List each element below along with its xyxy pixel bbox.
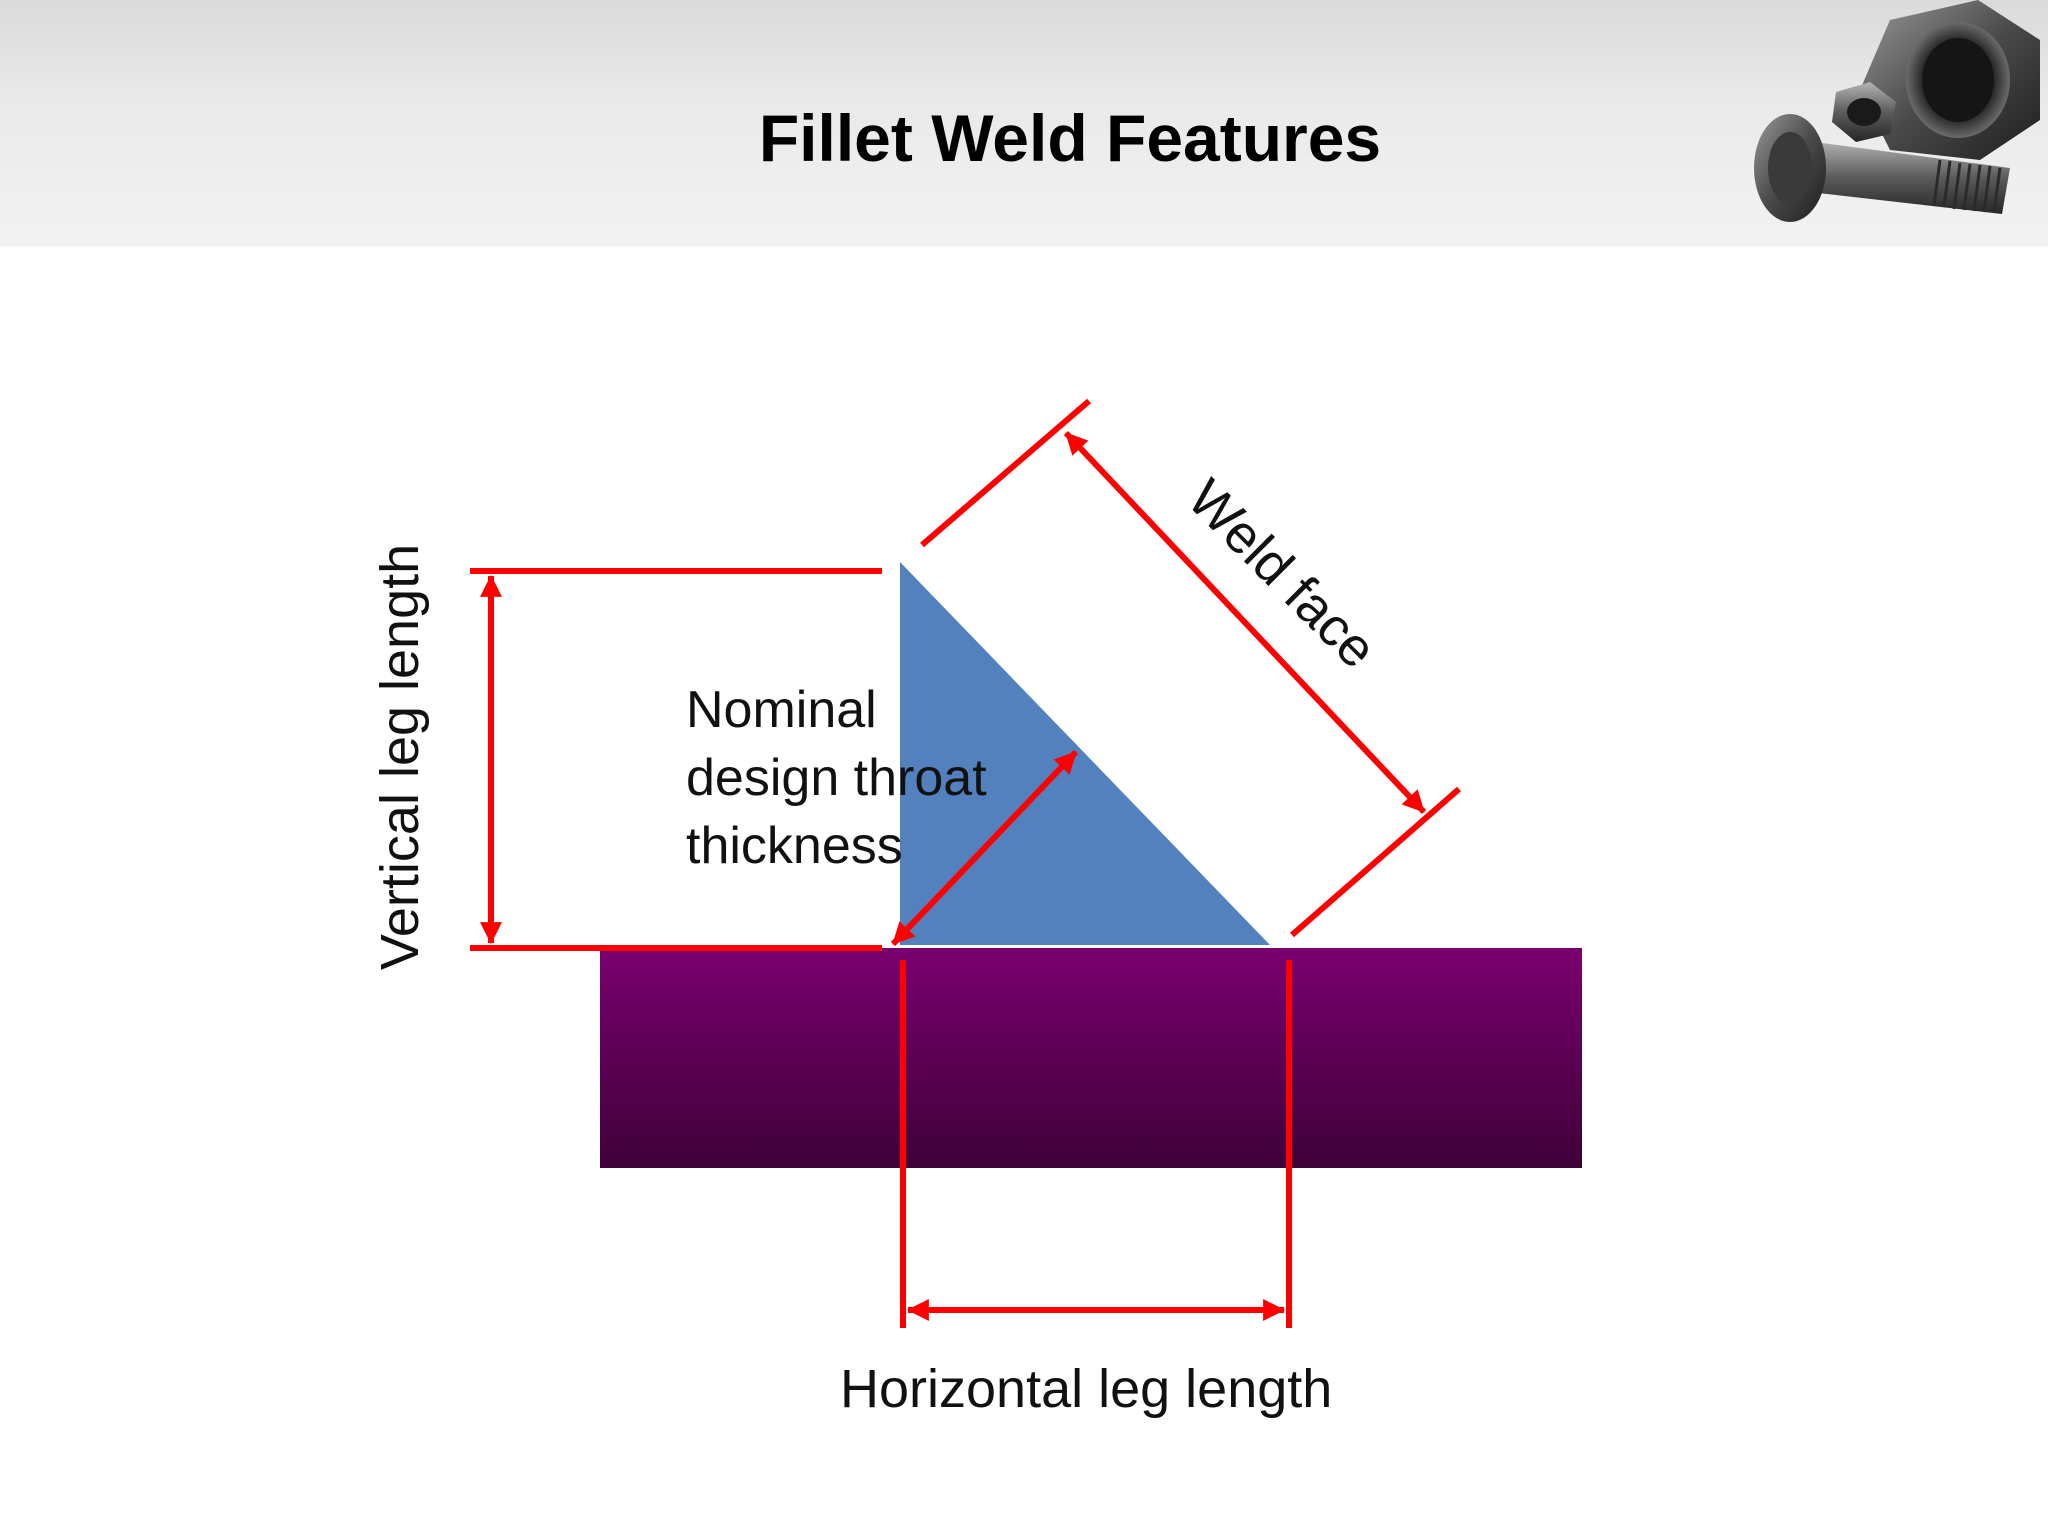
throat-label-line-1: Nominal <box>686 681 877 739</box>
weld-face-dimension <box>920 398 1461 938</box>
vertical-leg-label: Vertical leg length <box>370 543 430 971</box>
vertical-leg-dimension <box>470 568 882 951</box>
throat-thickness-label: Nominal design throat thickness <box>686 676 987 880</box>
horizontal-leg-label: Horizontal leg length <box>840 1359 1333 1419</box>
header-band <box>0 0 2048 248</box>
throat-label-line-2: design throat <box>686 749 987 807</box>
throat-label-line-3: thickness <box>686 817 903 875</box>
nuts-and-bolt-icon <box>1754 0 2040 222</box>
base-plate <box>600 948 1582 1168</box>
horizontal-leg-dimension <box>900 960 1292 1328</box>
slide-title: Fillet Weld Features <box>758 101 1382 175</box>
throat-dimension <box>890 749 1079 947</box>
